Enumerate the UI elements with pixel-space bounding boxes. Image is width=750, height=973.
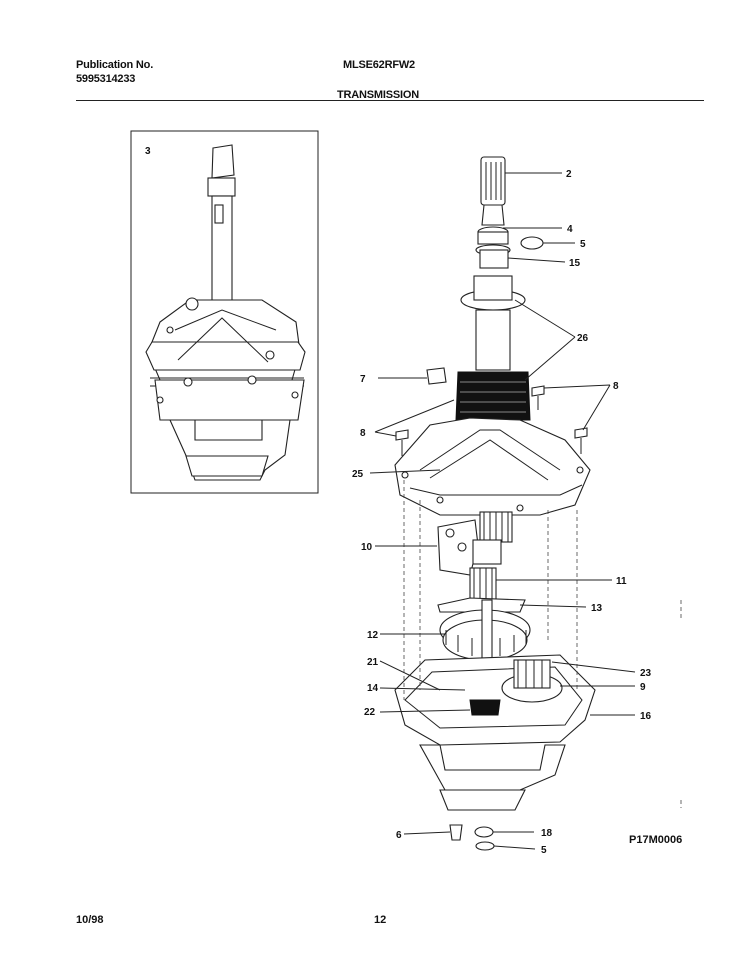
callout-4: 4: [567, 224, 573, 235]
callout-numbers: 2 4 5 15 26 7 8 8 25 10 11 13 12 21 23 1…: [352, 169, 652, 856]
footer-page-number: 12: [374, 914, 387, 926]
callout-8-right: 8: [613, 381, 619, 392]
alignment-lines: [403, 480, 682, 808]
callout-26: 26: [577, 333, 589, 344]
publication-label: Publication No.: [76, 59, 154, 71]
callout-12: 12: [367, 630, 379, 641]
leader-lines: [369, 172, 636, 850]
callout-18: 18: [541, 828, 553, 839]
header-rule: [76, 100, 704, 101]
callout-23: 23: [640, 668, 652, 679]
callout-25: 25: [352, 469, 364, 480]
callout-8-left: 8: [360, 428, 366, 439]
exploded-transmission: [394, 156, 596, 851]
callout-5-bottom: 5: [541, 845, 547, 856]
callout-9: 9: [640, 682, 646, 693]
callout-13: 13: [591, 603, 603, 614]
model-number: MLSE62RFW2: [343, 59, 415, 71]
callout-10: 10: [361, 542, 373, 553]
section-title: TRANSMISSION: [337, 89, 419, 101]
callout-11: 11: [616, 576, 627, 587]
callout-21: 21: [367, 657, 379, 668]
footer-date: 10/98: [76, 914, 104, 926]
callout-3: 3: [145, 146, 151, 157]
callout-5-top: 5: [580, 239, 586, 250]
diagram-code: P17M0006: [629, 834, 683, 846]
callout-16: 16: [640, 711, 652, 722]
callout-22: 22: [364, 707, 376, 718]
publication-number: 5995314233: [76, 73, 136, 85]
callout-7: 7: [360, 374, 366, 385]
callout-14: 14: [367, 683, 379, 694]
callout-6: 6: [396, 830, 402, 841]
callout-2: 2: [566, 169, 572, 180]
inset-assembled-transmission: 3: [130, 130, 319, 494]
callout-15: 15: [569, 258, 581, 269]
